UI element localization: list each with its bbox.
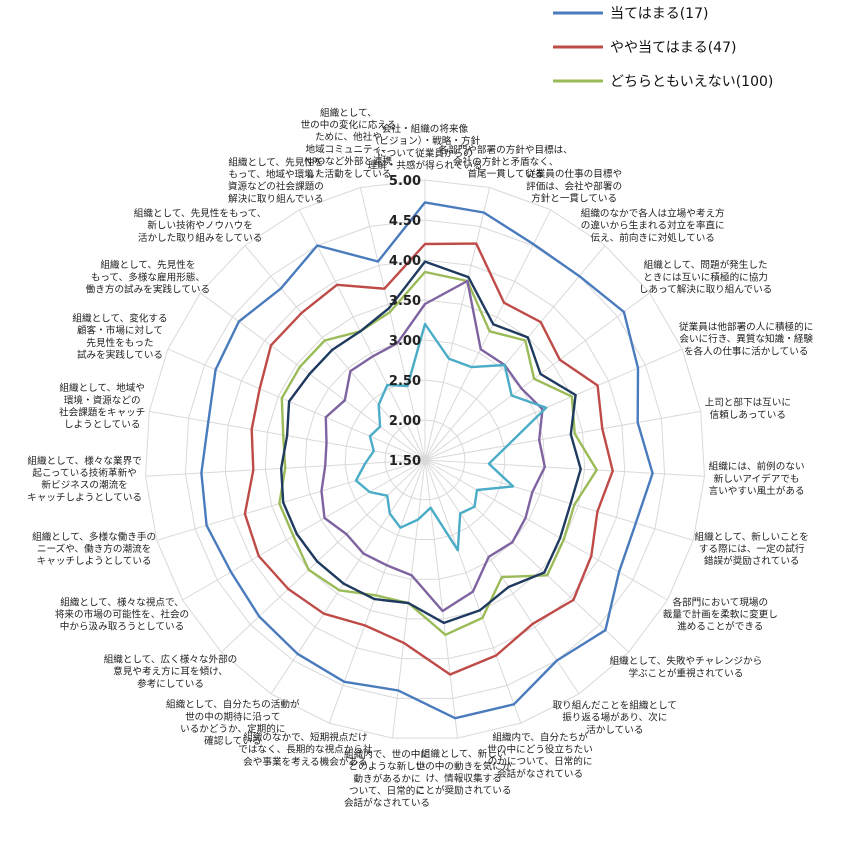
axis-label-3: 組織のなかで各人は立場や考え方の違いから生まれる対立を率直に伝え、前向きに対処し… <box>581 207 725 243</box>
legend-label-0: 当てはまる(17) <box>610 6 708 22</box>
tick-label-6: 4.50 <box>389 214 421 229</box>
axis-label-0: 会社・組織の将来像（ビジョン）・戦略・方針について従業員からの理解・共感が得られ… <box>368 123 483 172</box>
series-line-3 <box>280 260 582 625</box>
spoke-3 <box>424 245 606 461</box>
spoke-25 <box>298 209 426 461</box>
axis-label-7: 組織には、前例のない新しいアイデアでも言いやすい風土がある <box>709 461 805 497</box>
spoke-24 <box>244 245 426 461</box>
tick-label-2: 2.50 <box>389 374 421 389</box>
axis-label-8: 組織として、新しいことをする際には、一定の試行錯誤が奨励されている <box>695 531 809 567</box>
axis-labels: 会社・組織の将来像（ビジョン）・戦略・方針について従業員からの理解・共感が得られ… <box>27 107 813 809</box>
series-line-5 <box>354 322 548 552</box>
spoke-13 <box>424 459 458 739</box>
series-line-2 <box>278 270 598 636</box>
spoke-17 <box>220 459 426 653</box>
axis-label-11: 取り組んだことを組織として振り返る場があり、次に活かしている <box>553 699 677 735</box>
spoke-1 <box>424 187 491 461</box>
tick-label-3: 3.00 <box>389 334 421 349</box>
axis-label-23: 組織として、先見性をもって、多様な雇用形態、働き方の試みを実践している <box>86 259 210 295</box>
spoke-7 <box>424 459 705 477</box>
radar-series <box>200 201 654 720</box>
axis-label-21: 組織として、地域や環境・資源などの社会課題をキャッチしようとしている <box>59 382 145 431</box>
axis-label-10: 組織として、失敗やチャレンジから学ぶことが重視されている <box>610 655 763 679</box>
grid-ring-4 <box>264 299 586 620</box>
series-line-1 <box>243 242 614 676</box>
legend-label-1: やや当てはまる(47) <box>610 40 736 56</box>
grid-ring-7 <box>144 179 706 739</box>
spoke-26 <box>359 187 426 461</box>
spoke-6 <box>424 410 701 461</box>
spoke-23 <box>200 292 426 461</box>
axis-label-2: 従業員の仕事の目標や評価は、会社や部署の方針と一貫している <box>526 168 622 204</box>
spoke-16 <box>270 459 426 695</box>
axis-label-5: 従業員は他部署の人に積極的に会いに行き、異質な知識・経験を各人の仕事に活かしてい… <box>679 321 813 357</box>
tick-label-7: 5.00 <box>389 174 421 189</box>
series-line-0 <box>200 201 654 720</box>
radial-tick-labels: 1.50 2.00 2.50 3.00 3.50 4.00 4.50 5.00 <box>389 174 421 469</box>
axis-label-1: 各部門や部署の方針や目標は、会社の方針と矛盾なく、首尾一貫している <box>439 144 573 180</box>
axis-label-19: 組織として、多様な働き手のニーズや、働き方の潮流をキャッチしようとしている <box>32 531 156 567</box>
axis-label-15: 組織のなかで、短期視点だけではなく、長期的な視点から社会や事業を考える機会がある <box>238 731 373 767</box>
axis-label-13: 組織として、新しい世の中の動きを気にかけ、情報収集することが奨励されている <box>416 748 512 797</box>
tick-label-1: 2.00 <box>389 414 421 429</box>
spoke-18 <box>182 459 426 601</box>
axis-label-9: 各部門において現場の裁量で計画を柔軟に変更し進めることができる <box>663 596 778 632</box>
legend-label-2: どちらともいえない(100) <box>610 74 773 90</box>
spoke-9 <box>424 459 668 601</box>
axis-label-12: 組織内で、自分たちが世の中にどう役立ちたいのかについて、日常的に会話がなされてい… <box>487 731 593 780</box>
tick-label-5: 4.00 <box>389 254 421 269</box>
axis-label-6: 上司と部下は互いに信頼しあっている <box>705 397 791 421</box>
spoke-10 <box>424 459 630 653</box>
axis-label-17: 組織として、広く様々な外部の意見や考え方に耳を傾け、参考にしている <box>104 654 238 690</box>
axis-label-4: 組織として、問題が発生したときには互いに積極的に協力しあって解決に取り組んでいる <box>639 259 772 295</box>
spoke-19 <box>156 459 426 541</box>
tick-label-0: 1.50 <box>389 454 421 469</box>
spoke-8 <box>424 459 694 541</box>
spoke-4 <box>424 292 650 461</box>
series-line-4 <box>320 279 546 613</box>
axis-label-14: 組織内で、世の中にどのような新しい動きがあるかについて、日常的に会話がなされてい… <box>344 748 430 809</box>
axis-label-20: 組織として、様々な業界で起こっている技術革新や新ビジネスの潮流をキャッチしようと… <box>27 455 142 504</box>
spoke-15 <box>328 459 426 724</box>
axis-label-18: 組織として、様々な視点で、将来の市場の可能性を、社会の中から汲み取ろうとしている <box>55 596 189 632</box>
axis-label-16: 組織として、自分たちの活動が世の中の期待に沿っているかどうか、定期的に確認してい… <box>166 699 300 748</box>
axis-label-25: 組織として、先見性をもって、地域や環境・資源などの社会課題の解決に取り組んでいる <box>228 156 324 205</box>
spoke-2 <box>424 209 552 461</box>
spoke-5 <box>424 348 683 461</box>
axis-label-22: 組織として、変化する顧客・市場に対して先見性をもった試みを実践している <box>72 312 167 361</box>
grid-ring-2 <box>344 379 506 540</box>
axis-label-24: 組織として、先見性をもって、新しい技術やノウハウを活かした取り組みをしている <box>134 207 267 243</box>
axis-label-26: 組織として、世の中の変化に応えるために、他社や地域コミュニティ、NPOなど外部と… <box>301 107 397 180</box>
spoke-14 <box>392 459 426 739</box>
legend: 当てはまる(17) やや当てはまる(47) どちらともいえない(100) <box>553 6 773 90</box>
spoke-22 <box>167 348 426 461</box>
grid-ring-1 <box>384 419 466 501</box>
tick-label-4: 3.50 <box>389 294 421 309</box>
